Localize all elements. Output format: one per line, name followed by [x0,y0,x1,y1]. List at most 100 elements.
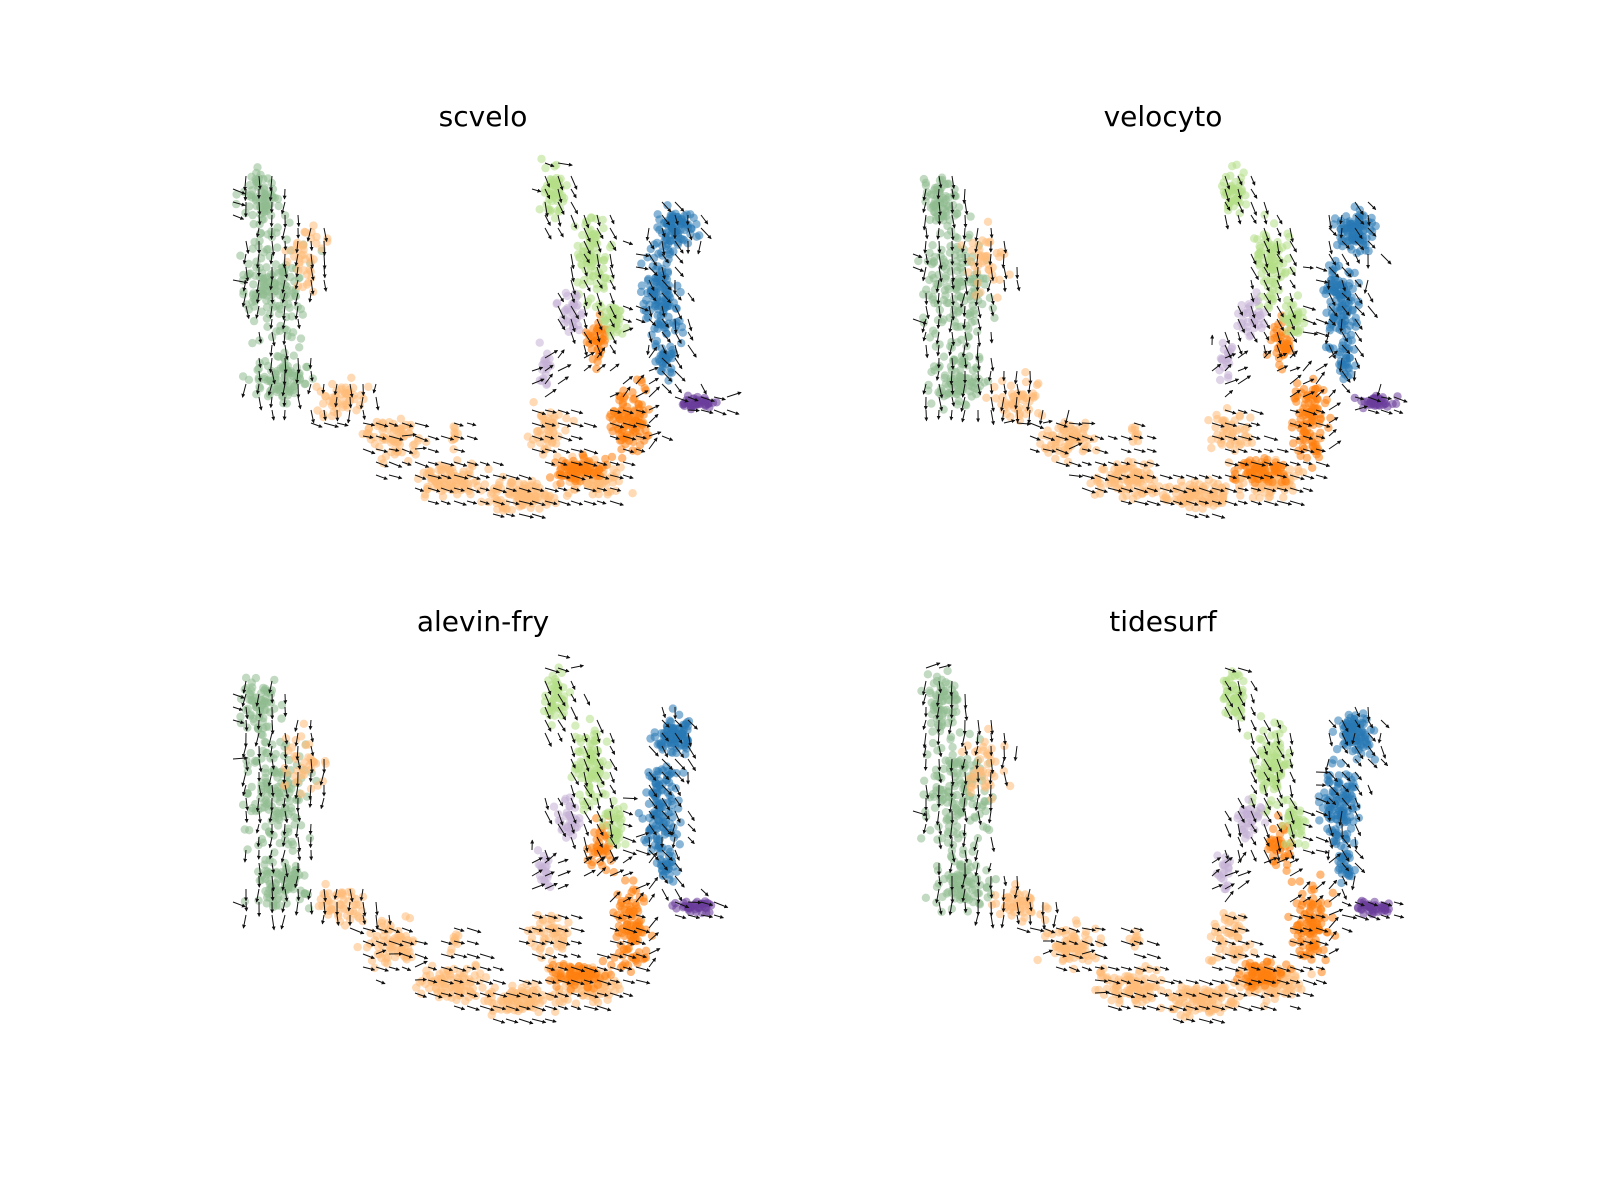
velocity-arrow [284,266,289,279]
cell-point [1260,454,1269,463]
velocity-arrow [414,461,430,468]
cell-point [271,260,280,269]
cell-point [254,867,263,876]
cell-point [700,399,709,409]
velocity-arrow [282,253,287,269]
velocity-arrow [1159,474,1173,480]
velocity-arrow [479,461,491,467]
velocity-arrow [1328,440,1342,450]
cell-point [1349,345,1359,354]
cell-point [507,505,516,515]
cell-point [632,375,642,384]
velocity-arrow [1224,389,1234,398]
cell-point [288,840,298,849]
cell-point [260,698,269,707]
cell-point [931,208,940,217]
cell-point [301,740,310,750]
cell-point [247,782,256,792]
velocity-arrow [440,474,452,480]
velocity-arrow [1393,409,1404,415]
velocity-arrow [570,188,577,199]
cell-point [1316,428,1325,437]
velocity-arrow [258,357,262,369]
cell-point [644,274,653,284]
cell-point [636,287,646,297]
velocity-arrow [570,201,579,215]
cell-point [1239,168,1248,177]
cell-point [993,293,1002,302]
velocity-arrow [674,370,686,382]
cell-point [262,314,272,323]
cell-point [550,214,560,223]
velocity-arrow [309,240,314,252]
cell-point [1298,307,1307,317]
cell-point [410,440,419,449]
velocity-arrow [414,474,427,480]
cell-point [246,748,255,758]
velocity-arrow [282,409,287,421]
velocity-arrow [557,422,572,428]
velocity-arrow [334,396,339,408]
cell-point [575,252,584,262]
velocity-arrow [1363,279,1369,294]
cell-point [548,418,558,427]
velocity-arrow [1133,500,1150,506]
velocity-arrow [1081,421,1096,426]
cell-point [560,307,569,317]
velocity-arrow [267,383,273,396]
cell-point [1235,412,1244,421]
cell-point [533,493,543,502]
cell-point [637,281,647,290]
cell-point [584,478,593,488]
cell-point [599,224,608,233]
velocity-arrow [466,487,481,494]
cell-point [552,299,561,309]
cell-point [598,215,607,225]
velocity-arrow [1081,461,1093,466]
cell-point [248,338,257,348]
cell-point [302,280,312,289]
cell-point [267,332,277,342]
velocity-arrow [622,240,634,246]
cell-point [259,724,268,733]
velocity-arrow [975,279,980,292]
velocity-arrow [700,214,709,225]
velocity-arrow [924,227,929,240]
velocity-arrow [1289,366,1301,372]
velocity-arrow [648,377,659,385]
velocity-arrow [1185,513,1199,519]
velocity-arrow [232,188,246,195]
velocity-arrow [1237,350,1249,359]
cell-point [295,895,304,904]
velocity-arrow [375,448,389,454]
velocity-arrow [414,422,430,428]
cell-point [657,241,667,250]
cell-point [506,481,515,490]
cell-point [319,889,328,898]
velocity-arrow [453,461,468,467]
cell-point [1021,368,1030,377]
embedding-plot [232,154,742,519]
velocity-arrow [557,487,568,492]
velocity-arrow [348,396,353,409]
velocity-arrow [544,409,557,414]
velocity-arrow [271,240,276,257]
cell-point [1307,403,1316,413]
cell-point [557,463,566,472]
velocity-arrow [544,500,558,506]
cell-point [289,351,298,360]
velocity-arrow [479,474,491,479]
cell-point [478,983,487,992]
velocity-arrow [492,500,506,506]
velocity-arrow [531,435,545,441]
cell-point [998,376,1007,386]
velocity-arrow [322,240,327,256]
cell-point [618,454,627,463]
cell-point [551,969,560,978]
cell-point [990,313,999,323]
velocity-arrow [1250,279,1255,290]
cell-point [1219,490,1228,500]
cell-point [592,284,601,294]
velocity-arrow [922,331,927,342]
cell-point [262,263,271,272]
